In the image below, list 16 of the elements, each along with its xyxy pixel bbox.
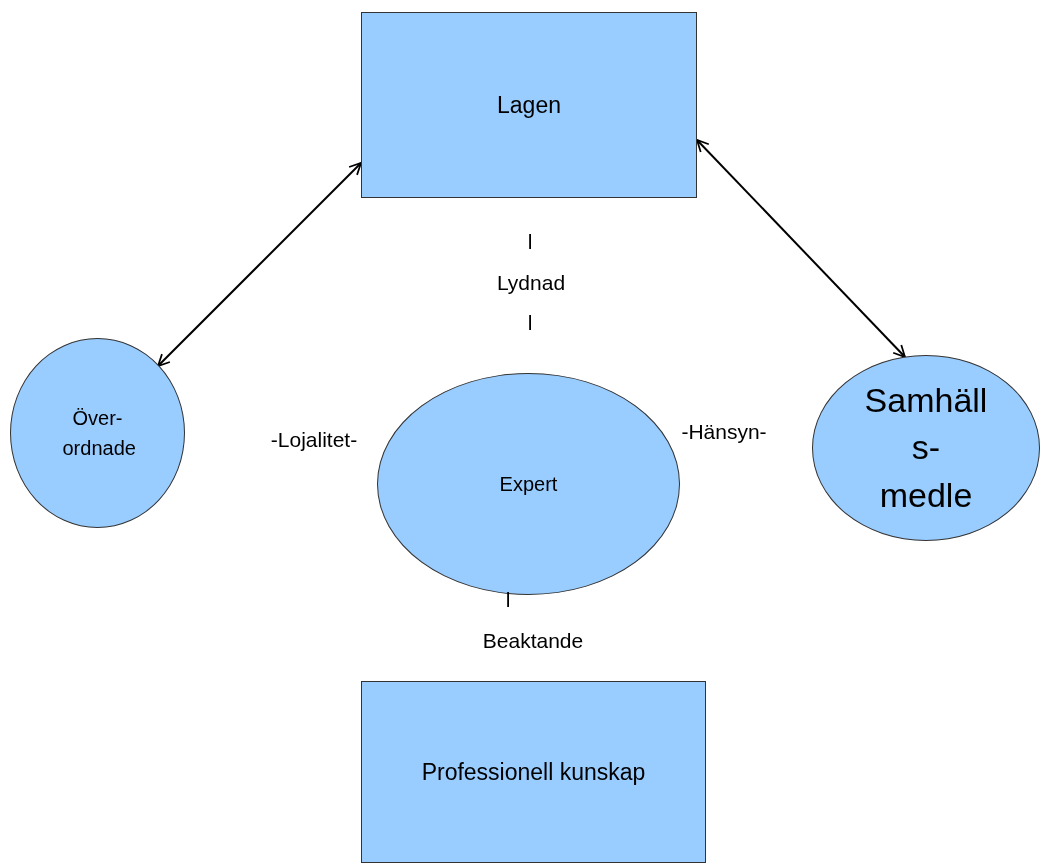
node-label: Expert xyxy=(499,472,558,497)
double-arrow xyxy=(696,139,906,358)
relation-label: l xyxy=(527,229,533,256)
rectangle-node xyxy=(361,12,697,198)
rectangle-node xyxy=(361,681,706,863)
node-label: Över- ordnade xyxy=(62,406,133,461)
node-label: Professionell kunskap xyxy=(421,757,646,787)
node-label: Lagen xyxy=(497,90,561,120)
relation-label: Beaktande xyxy=(482,628,584,655)
node-label: Samhäll s- medle xyxy=(863,379,989,516)
relation-label: l xyxy=(505,587,511,614)
relation-label: -Hänsyn- xyxy=(681,419,767,446)
double-arrow xyxy=(157,162,362,367)
relation-label: Lydnad xyxy=(496,270,566,297)
relation-label: l xyxy=(527,310,533,337)
relation-label: -Lojalitet- xyxy=(270,427,358,454)
